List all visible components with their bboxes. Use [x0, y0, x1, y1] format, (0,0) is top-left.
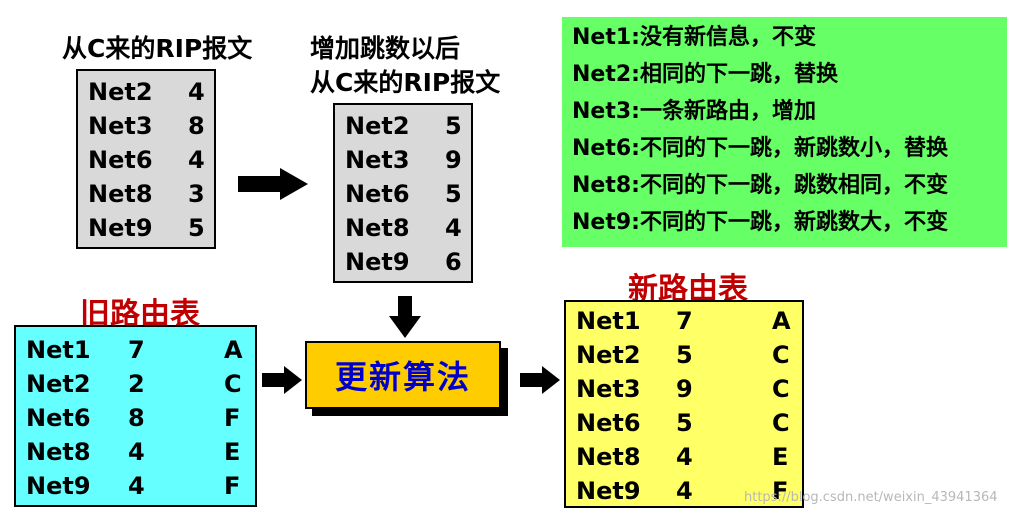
hops-cell: 4	[445, 214, 462, 242]
hops-cell: 7	[128, 336, 145, 364]
rule-line: Net6:不同的下一跳，新跳数小，替换	[572, 136, 948, 161]
next-hop-cell: C	[224, 370, 242, 398]
next-hop-cell: C	[772, 375, 790, 403]
net-cell: Net2	[576, 341, 641, 369]
rule-line: Net9:不同的下一跳，新跳数大，不变	[572, 210, 948, 235]
net-cell: Net9	[345, 248, 410, 276]
net-cell: Net1	[26, 336, 91, 364]
hops-cell: 5	[445, 180, 462, 208]
hops-cell: 4	[128, 438, 145, 466]
hops-cell: 4	[676, 477, 693, 505]
next-hop-cell: C	[772, 341, 790, 369]
rule-line: Net8:不同的下一跳，跳数相同，不变	[572, 173, 948, 198]
net-cell: Net2	[345, 112, 410, 140]
next-hop-cell: A	[224, 336, 243, 364]
incremented-message-caption-line2: 从C来的RIP报文	[310, 68, 501, 97]
hops-cell: 4	[128, 472, 145, 500]
arrow-down-icon	[389, 296, 421, 338]
hops-cell: 5	[676, 341, 693, 369]
update-rules-panel: Net1:没有新信息，不变 Net2:相同的下一跳，替换 Net3:一条新路由，增加…	[562, 17, 1007, 247]
hops-cell: 4	[676, 443, 693, 471]
hops-cell: 3	[188, 180, 205, 208]
next-hop-cell: F	[772, 477, 789, 505]
net-cell: Net6	[576, 409, 641, 437]
hops-cell: 8	[128, 404, 145, 432]
hops-cell: 4	[188, 78, 205, 106]
net-cell: Net6	[88, 146, 153, 174]
hops-cell: 4	[188, 146, 205, 174]
hops-cell: 2	[128, 370, 145, 398]
hops-cell: 9	[445, 146, 462, 174]
net-cell: Net8	[576, 443, 641, 471]
next-hop-cell: F	[224, 404, 241, 432]
rip-message-caption: 从C来的RIP报文	[62, 34, 253, 63]
net-cell: Net6	[345, 180, 410, 208]
net-cell: Net6	[26, 404, 91, 432]
hops-cell: 7	[676, 307, 693, 335]
watermark: https://blog.csdn.net/weixin_43941364	[744, 490, 998, 505]
incremented-message-caption-line1: 增加跳数以后	[310, 34, 461, 63]
net-cell: Net8	[26, 438, 91, 466]
next-hop-cell: C	[772, 409, 790, 437]
rule-line: Net3:一条新路由，增加	[572, 99, 816, 124]
hops-cell: 6	[445, 248, 462, 276]
net-cell: Net8	[345, 214, 410, 242]
rule-line: Net2:相同的下一跳，替换	[572, 62, 838, 87]
hops-cell: 5	[676, 409, 693, 437]
net-cell: Net1	[576, 307, 641, 335]
net-cell: Net2	[26, 370, 91, 398]
arrow-right-icon	[262, 366, 302, 394]
net-cell: Net3	[576, 375, 641, 403]
next-hop-cell: E	[772, 443, 789, 471]
net-cell: Net3	[88, 112, 153, 140]
net-cell: Net8	[88, 180, 153, 208]
net-cell: Net9	[576, 477, 641, 505]
net-cell: Net9	[88, 214, 153, 242]
arrow-right-icon	[520, 366, 560, 394]
hops-cell: 8	[188, 112, 205, 140]
hops-cell: 5	[188, 214, 205, 242]
next-hop-cell: A	[772, 307, 791, 335]
rule-line: Net1:没有新信息，不变	[572, 25, 816, 50]
arrow-right-icon	[238, 168, 308, 200]
net-cell: Net3	[345, 146, 410, 174]
net-cell: Net9	[26, 472, 91, 500]
hops-cell: 9	[676, 375, 693, 403]
hops-cell: 5	[445, 112, 462, 140]
update-algorithm-box: 更新算法	[305, 341, 501, 409]
net-cell: Net2	[88, 78, 153, 106]
next-hop-cell: E	[224, 438, 241, 466]
next-hop-cell: F	[224, 472, 241, 500]
